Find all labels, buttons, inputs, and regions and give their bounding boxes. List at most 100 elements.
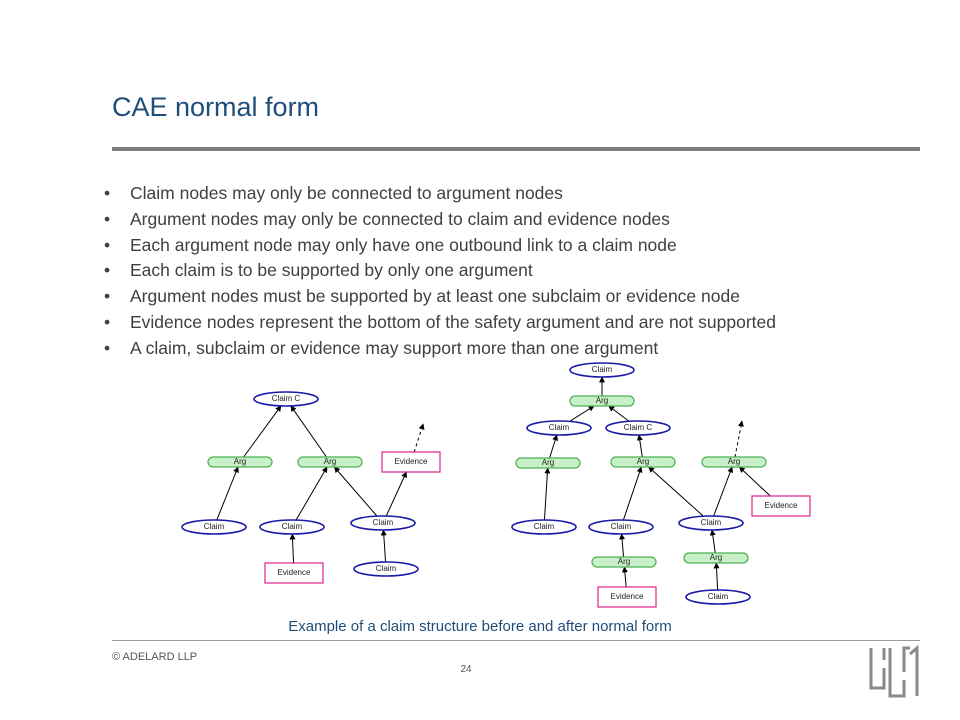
adelard-logo-icon — [869, 644, 919, 698]
support-arrow — [295, 466, 328, 521]
support-arrow — [333, 466, 378, 517]
claim-node-label: Claim C — [272, 394, 301, 403]
claim-node-label: Claim — [534, 522, 555, 531]
claim-node-label: Claim — [373, 518, 394, 527]
claim-node-label: Claim — [592, 365, 613, 374]
bullet-item: • Argument nodes must be supported by at … — [104, 284, 776, 310]
evidence-node-label: Evidence — [611, 592, 644, 601]
bullet-list: • Claim nodes may only be connected to ar… — [104, 181, 776, 362]
claim-node-shape — [526, 420, 592, 436]
support-arrow — [648, 466, 704, 517]
arg-node-label: Arg — [618, 557, 630, 566]
support-arrow — [713, 562, 720, 591]
claim-node-label: Claim C — [624, 423, 653, 432]
support-arrow — [619, 533, 626, 558]
claim-node-shape — [511, 519, 577, 535]
arg-node-label: Arg — [324, 457, 336, 466]
bullet-dot-icon: • — [104, 260, 111, 281]
claim-node-label: Claim — [204, 522, 225, 531]
support-arrow — [621, 566, 628, 588]
evidence-node-label: Evidence — [765, 501, 798, 510]
bullet-dot-icon: • — [104, 234, 111, 255]
arg-node-label: Arg — [234, 457, 246, 466]
support-arrow — [385, 471, 407, 517]
claim-node-label: Claim — [549, 423, 570, 432]
bullet-item: • Each claim is to be supported by only o… — [104, 258, 776, 284]
external-support-arrow — [734, 420, 744, 458]
bullet-dot-icon: • — [104, 183, 111, 203]
support-arrow — [290, 405, 327, 458]
arg-node-label: Arg — [728, 457, 740, 466]
arg-node-label: Arg — [710, 553, 722, 562]
evidence-node-label: Evidence — [395, 457, 428, 466]
arg-node-shape — [569, 395, 635, 407]
copyright-text: © ADELARD LLP — [112, 651, 198, 663]
claim-node-shape — [678, 515, 744, 531]
bullet-dot-icon: • — [104, 286, 111, 307]
bullet-text: Argument nodes may only be connected to … — [130, 208, 670, 229]
support-arrow — [380, 529, 387, 563]
claim-node-label: Claim — [708, 592, 729, 601]
bullet-text: Evidence nodes represent the bottom of t… — [130, 311, 776, 332]
bullet-text: A claim, subclaim or evidence may suppor… — [130, 337, 659, 358]
bullet-dot-icon: • — [104, 311, 111, 332]
support-arrow — [608, 405, 630, 422]
evidence-node-shape — [381, 451, 441, 473]
diagram-caption: Example of a claim structure before and … — [288, 618, 672, 635]
support-arrow — [569, 405, 595, 422]
evidence-node-shape — [751, 495, 811, 517]
bullet-item: • Each argument node may only have one ou… — [104, 233, 776, 259]
claim-node-shape — [353, 561, 419, 577]
page-number: 24 — [460, 664, 472, 675]
claim-node-shape — [259, 519, 325, 535]
support-arrow — [289, 533, 296, 564]
bullet-item: • Evidence nodes represent the bottom of … — [104, 310, 776, 336]
arg-node-label: Arg — [596, 396, 608, 405]
support-arrow — [216, 466, 239, 521]
claim-node-shape — [569, 362, 635, 378]
claim-node-shape — [685, 589, 751, 605]
title-divider — [112, 147, 920, 151]
bullet-item: • Claim nodes may only be connected to ar… — [104, 181, 776, 207]
support-arrow — [738, 466, 771, 497]
evidence-node-shape — [597, 586, 657, 608]
external-support-arrow — [413, 423, 425, 453]
arg-node-shape — [701, 456, 767, 468]
claim-node-shape — [181, 519, 247, 535]
claim-node-label: Claim — [282, 522, 303, 531]
support-arrow — [243, 405, 282, 458]
footer-divider — [112, 640, 920, 641]
bullet-text: Claim nodes may only be connected to arg… — [130, 183, 563, 203]
bullet-text: Each claim is to be supported by only on… — [130, 260, 533, 281]
support-arrow — [543, 467, 551, 521]
support-arrow — [709, 529, 716, 554]
bullet-text: Argument nodes must be supported by at l… — [130, 286, 740, 307]
slide-title: CAE normal form — [112, 92, 320, 122]
arg-node-shape — [610, 456, 676, 468]
evidence-node-shape — [264, 562, 324, 584]
bullet-dot-icon: • — [104, 208, 111, 229]
claim-node-shape — [350, 515, 416, 531]
claim-node-shape — [588, 519, 654, 535]
bullet-item: • Argument nodes may only be connected to… — [104, 207, 776, 233]
arg-node-label: Arg — [637, 457, 649, 466]
bullet-dot-icon: • — [104, 337, 111, 358]
arg-node-label: Arg — [542, 458, 554, 467]
claim-node-label: Claim — [376, 564, 397, 573]
claim-node-shape — [253, 391, 319, 407]
support-arrow — [622, 466, 643, 521]
bullet-text: Each argument node may only have one out… — [130, 234, 677, 255]
claim-node-label: Claim — [701, 518, 722, 527]
evidence-node-label: Evidence — [278, 568, 311, 577]
bullet-item: • A claim, subclaim or evidence may suppo… — [104, 336, 776, 362]
arg-node-shape — [207, 456, 273, 468]
support-arrow — [713, 466, 734, 517]
claim-node-label: Claim — [611, 522, 632, 531]
arg-node-shape — [515, 457, 581, 469]
support-arrow — [549, 434, 559, 459]
claim-node-shape — [605, 420, 671, 436]
support-arrow — [636, 434, 643, 458]
arg-node-shape — [683, 552, 749, 564]
arg-node-shape — [591, 556, 657, 568]
